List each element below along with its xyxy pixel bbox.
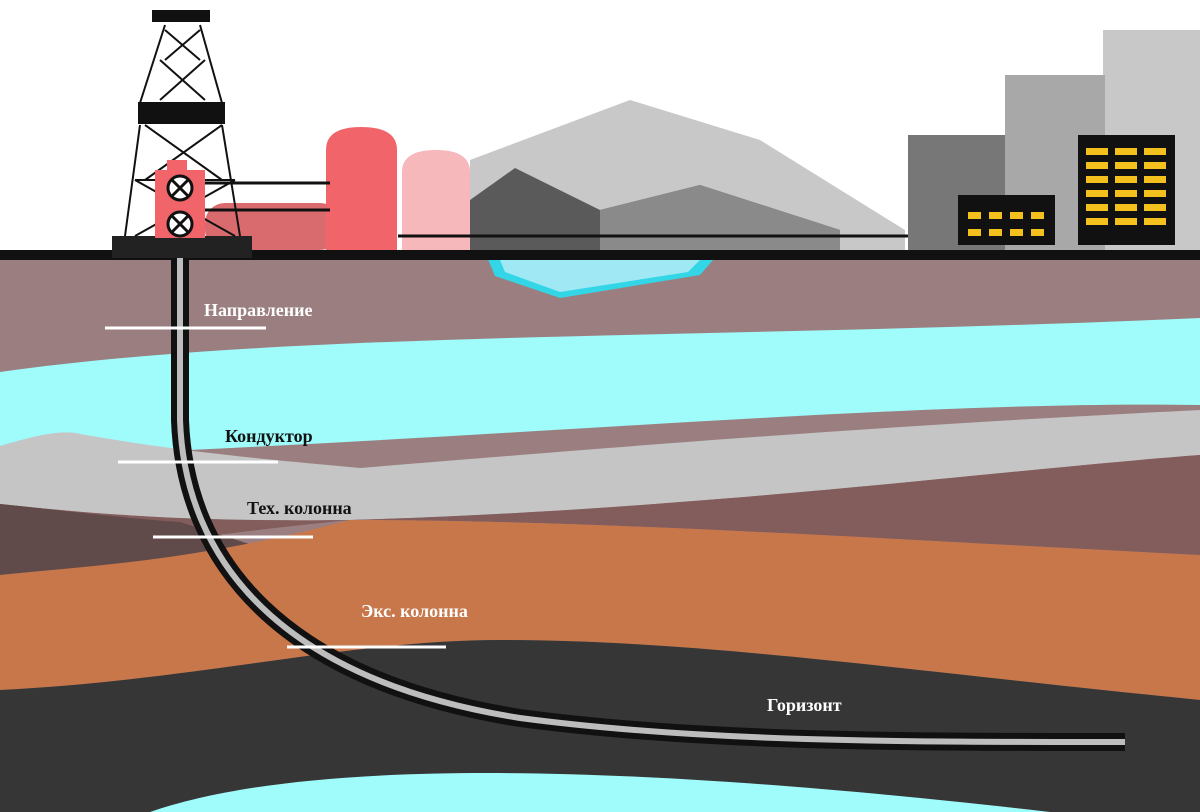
pond-icon <box>485 252 720 298</box>
building-window <box>1010 212 1023 219</box>
drilling-rig-icon <box>112 10 252 258</box>
grey-layer <box>0 410 1200 521</box>
building-window <box>1086 162 1108 169</box>
building-window <box>1031 229 1044 236</box>
building-window <box>1086 204 1108 211</box>
aquifer-layer <box>0 318 1200 458</box>
building-window <box>1144 162 1166 169</box>
building-window <box>1115 176 1137 183</box>
building-window <box>989 212 1002 219</box>
ground-surface <box>0 250 1200 260</box>
building-window <box>1115 190 1137 197</box>
lower-aquifer <box>150 773 1050 812</box>
building-window <box>989 229 1002 236</box>
building-window <box>968 212 981 219</box>
building-window <box>1086 190 1108 197</box>
building-window <box>968 229 981 236</box>
building-window <box>1115 148 1137 155</box>
teh-kolonna-label: Тех. колонна <box>247 498 352 518</box>
building-window <box>1144 190 1166 197</box>
gorizont-label: Горизонт <box>767 695 842 715</box>
building-window <box>1115 204 1137 211</box>
mauve-layer <box>0 455 1200 575</box>
building-window <box>1115 218 1137 225</box>
building-windows <box>968 148 1166 236</box>
orange-layer <box>0 520 1200 700</box>
building-window <box>1144 176 1166 183</box>
building-window <box>1031 212 1044 219</box>
building-window <box>1144 218 1166 225</box>
building-window <box>1086 176 1108 183</box>
building-window <box>1115 162 1137 169</box>
building-window <box>1086 148 1108 155</box>
building-window <box>1010 229 1023 236</box>
eks-kolonna-label: Экс. колонна <box>361 601 468 621</box>
building-window <box>1144 148 1166 155</box>
konduktor-label: Кондуктор <box>225 426 313 446</box>
mountain-icon <box>470 100 905 250</box>
napravlenie-label: Направление <box>204 300 312 320</box>
building-window <box>1144 204 1166 211</box>
storage-tank-icon <box>205 127 470 250</box>
building-window <box>1086 218 1108 225</box>
